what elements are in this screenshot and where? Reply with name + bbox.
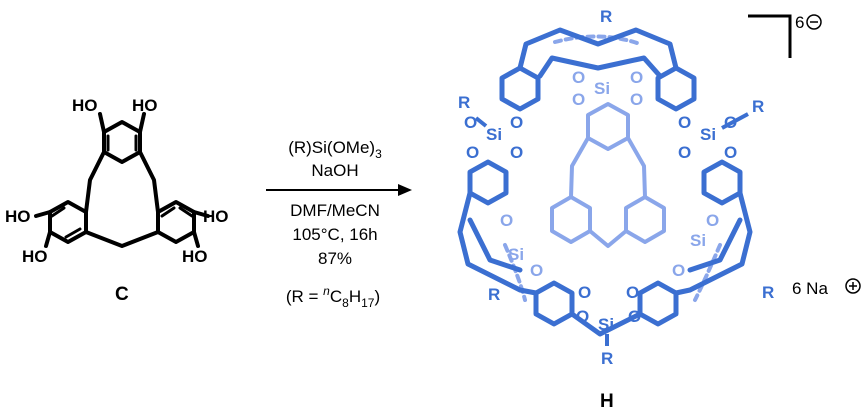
silicon-label: Si (508, 245, 524, 264)
charge-value: 6 (795, 13, 804, 32)
oxygen-label: O (464, 113, 477, 132)
oxygen-label: O (626, 283, 639, 302)
r-group-label: R (752, 97, 764, 116)
oxygen-label: O (466, 143, 479, 162)
oxygen-label: O (576, 307, 589, 326)
solvent-line: DMF/MeCN (290, 201, 380, 220)
reactant-label: C (115, 284, 129, 305)
r-definition: (R = nC8H17) (286, 284, 380, 310)
product-front-framework (457, 27, 753, 337)
product-atom-labels: Si O O O O Si O O O O R Si O O O O R Si … (458, 7, 774, 368)
oh-label: HO (132, 96, 158, 115)
r-group-label: R (458, 93, 470, 112)
oxygen-label: O (510, 113, 523, 132)
oh-label: HO (5, 207, 31, 226)
yield-line: 87% (318, 249, 352, 268)
silicon-label: Si (486, 125, 502, 144)
silicon-label: Si (690, 231, 706, 250)
oxygen-label: O (572, 68, 585, 87)
oxygen-label: O (530, 261, 543, 280)
r-group-label: R (600, 7, 612, 26)
oxygen-label: O (500, 211, 513, 230)
oh-label: HO (22, 247, 48, 266)
silicon-label: Si (598, 315, 614, 334)
charge-bracket (748, 14, 792, 58)
oxygen-label: O (678, 113, 691, 132)
counterion: 6 Na (792, 278, 861, 298)
oxygen-label: O (678, 143, 691, 162)
oxygen-label: O (578, 283, 591, 302)
oxygen-label: O (628, 307, 641, 326)
silicon-label: Si (594, 79, 610, 98)
counterion-label: 6 Na (792, 279, 828, 298)
oh-label: HO (182, 247, 208, 266)
r-group-label: R (488, 285, 500, 304)
oh-label: HO (72, 96, 98, 115)
reactant-structure (34, 112, 210, 248)
oxygen-label: O (724, 143, 737, 162)
temperature-time-line: 105°C, 16h (292, 225, 377, 244)
oxygen-label: O (672, 261, 685, 280)
oxygen-label: O (572, 90, 585, 109)
oh-label: HO (203, 207, 229, 226)
oxygen-label: O (706, 211, 719, 230)
oxygen-label: O (630, 68, 643, 87)
si-r-bonds (474, 112, 749, 346)
base-line: NaOH (311, 161, 358, 180)
oxygen-label: O (510, 143, 523, 162)
minus-circle-icon (806, 14, 822, 30)
oxygen-label: O (630, 90, 643, 109)
arrow-head (398, 184, 412, 196)
plus-circle-icon (845, 278, 861, 294)
r-group-label: R (762, 283, 774, 302)
r-group-label: R (601, 349, 613, 368)
product-back-framework (503, 34, 722, 302)
charge-label: 6 (795, 13, 822, 32)
reactant-hydroxyl-labels: HO HO HO HO HO HO (5, 96, 229, 266)
reagent-line: (R)Si(OMe)3 (288, 138, 382, 161)
product-label: H (600, 391, 614, 412)
silicon-label: Si (700, 125, 716, 144)
